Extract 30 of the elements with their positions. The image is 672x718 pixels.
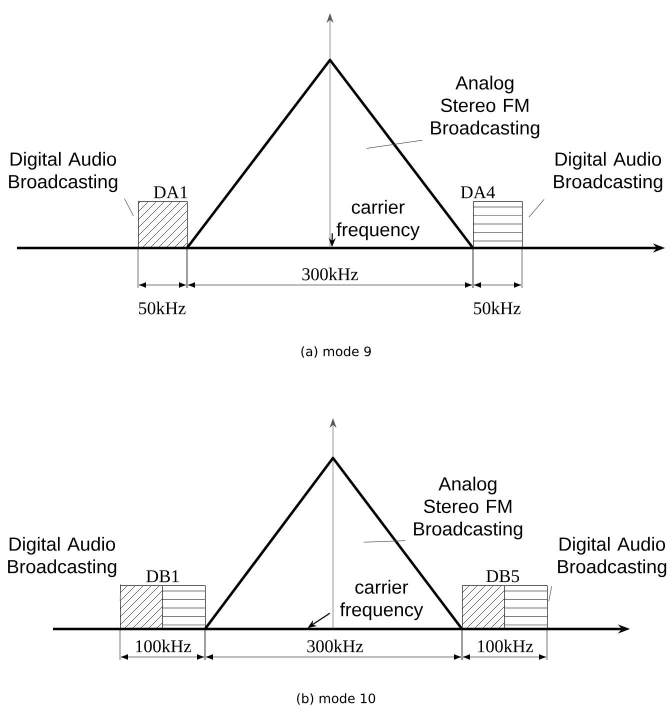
- node-label: DA4: [460, 186, 496, 198]
- dimension-label: 300kHz: [306, 638, 364, 654]
- leader-line: [120, 584, 121, 602]
- annotation-text: Digital Audio Broadcasting: [554, 152, 662, 192]
- node-label: DA1: [154, 186, 188, 198]
- subfigure-caption: (b) mode 10: [297, 693, 376, 705]
- dimension-label: 50kHz: [472, 300, 522, 316]
- leader-line: [528, 199, 544, 218]
- annotation-text: carrier frequency: [340, 580, 424, 620]
- annotation-text: Digital Audio Broadcasting: [558, 536, 666, 578]
- dimension-label: 300kHz: [300, 266, 360, 282]
- subfigure-caption: (a) mode 9: [301, 346, 371, 358]
- leader-line: [366, 140, 423, 149]
- annotation-text: Analog Stereo FM Broadcasting: [431, 76, 540, 138]
- node-label: DB5: [486, 570, 520, 582]
- leader-line: [548, 586, 552, 602]
- dimension-label: 50kHz: [137, 300, 187, 316]
- annotation-text: carrier frequency: [336, 200, 420, 240]
- node-label: DB1: [146, 570, 179, 582]
- annotation-text: Digital Audio Broadcasting: [8, 536, 116, 578]
- leader-line: [364, 540, 406, 542]
- frequency-block: DB1: [120, 570, 206, 630]
- frequency-block: DA4: [460, 186, 523, 248]
- dimension-label: 100kHz: [134, 638, 192, 654]
- annotation-text: Analog Stereo FM Broadcasting: [414, 476, 522, 540]
- frequency-block: DB5: [462, 570, 548, 630]
- annotation-text: Digital Audio Broadcasting: [9, 152, 118, 192]
- frequency-block: DA1: [138, 186, 188, 248]
- leader-line: [124, 198, 134, 216]
- dimension-label: 100kHz: [476, 638, 534, 654]
